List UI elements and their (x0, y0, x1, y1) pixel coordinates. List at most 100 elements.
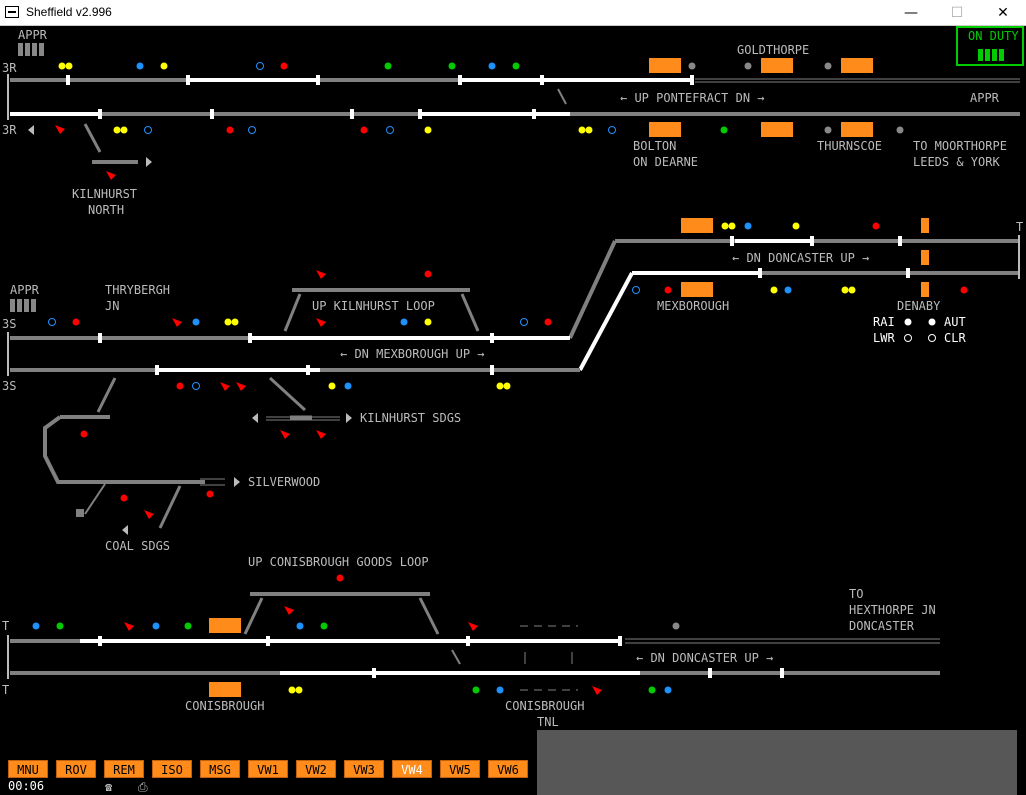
signal-auto[interactable] (744, 222, 752, 230)
shunt-signal[interactable] (55, 125, 65, 134)
signal-auto[interactable] (386, 126, 394, 134)
train-block[interactable] (209, 618, 241, 633)
signal-yellow[interactable] (224, 318, 232, 326)
signal-auto[interactable] (496, 686, 504, 694)
shunt-signal[interactable] (316, 270, 326, 279)
signal-auto[interactable] (248, 126, 256, 134)
signal-yellow[interactable] (841, 286, 849, 294)
branch-coal-2[interactable] (158, 485, 182, 529)
signal-yellow[interactable] (295, 686, 303, 694)
train-block[interactable] (921, 250, 929, 265)
signal-yellow[interactable] (721, 222, 729, 230)
loop-cons-exit[interactable] (418, 597, 440, 635)
signal-red[interactable] (80, 430, 88, 438)
signal-red[interactable] (360, 126, 368, 134)
msg-button[interactable]: MSG (200, 760, 240, 778)
signal-yellow[interactable] (328, 382, 336, 390)
phone-icon[interactable]: ☎ (105, 780, 113, 794)
crossover-kilnhurst-north[interactable] (83, 123, 102, 153)
signal-auto[interactable] (344, 382, 352, 390)
signal-auto[interactable] (256, 62, 264, 70)
signal-green[interactable] (448, 62, 456, 70)
minimize-button[interactable]: — (904, 5, 918, 21)
signal-auto[interactable] (32, 622, 40, 630)
track-mid-link-lower[interactable] (578, 272, 634, 371)
shunt-signal[interactable] (124, 622, 134, 631)
shunt-signal[interactable] (144, 510, 154, 519)
menu-button[interactable]: MNU (8, 760, 48, 778)
shunt-signal[interactable] (280, 430, 290, 439)
signal-yellow[interactable] (424, 126, 432, 134)
train-block[interactable] (649, 58, 681, 73)
track-silverwood-loop[interactable] (43, 415, 205, 484)
branch-kilnhurst-sdgs[interactable] (268, 376, 307, 412)
train-block[interactable] (761, 122, 793, 137)
signal-diagram[interactable]: APPR 3R 3R GOLDTHORPE ← UP PONTEFRACT DN… (0, 26, 1026, 726)
signal-auto[interactable] (152, 622, 160, 630)
signal-red[interactable] (226, 126, 234, 134)
signal-grey[interactable] (744, 62, 752, 70)
train-block[interactable] (921, 282, 929, 297)
signal-yellow[interactable] (65, 62, 73, 70)
signal-auto[interactable] (192, 382, 200, 390)
crossover-top[interactable] (557, 88, 567, 105)
signal-green[interactable] (472, 686, 480, 694)
signal-auto[interactable] (136, 62, 144, 70)
signal-green[interactable] (648, 686, 656, 694)
signal-yellow[interactable] (113, 126, 121, 134)
shunt-signal[interactable] (468, 622, 478, 631)
train-block[interactable] (681, 282, 713, 297)
signal-yellow[interactable] (848, 286, 856, 294)
signal-auto[interactable] (520, 318, 528, 326)
train-block[interactable] (841, 58, 873, 73)
train-block[interactable] (921, 218, 929, 233)
signal-auto[interactable] (48, 318, 56, 326)
loop-entry[interactable] (283, 293, 302, 332)
signal-red[interactable] (872, 222, 880, 230)
train-block[interactable] (649, 122, 681, 137)
signal-auto[interactable] (632, 286, 640, 294)
signal-yellow[interactable] (288, 686, 296, 694)
branch-silverwood[interactable] (96, 377, 117, 413)
signal-yellow[interactable] (231, 318, 239, 326)
view5-button[interactable]: VW5 (440, 760, 480, 778)
signal-auto[interactable] (664, 686, 672, 694)
iso-button[interactable]: ISO (152, 760, 192, 778)
signal-yellow[interactable] (424, 318, 432, 326)
signal-grey[interactable] (896, 126, 904, 134)
signal-grey[interactable] (688, 62, 696, 70)
signal-yellow[interactable] (58, 62, 66, 70)
close-button[interactable]: ✕ (997, 5, 1009, 21)
view2-button[interactable]: VW2 (296, 760, 336, 778)
branch-coal[interactable] (84, 483, 106, 515)
signal-yellow[interactable] (585, 126, 593, 134)
signal-red[interactable] (664, 286, 672, 294)
signal-yellow[interactable] (578, 126, 586, 134)
shunt-signal[interactable] (316, 318, 326, 327)
loop-exit[interactable] (460, 293, 480, 332)
signal-green[interactable] (184, 622, 192, 630)
signal-grey[interactable] (824, 126, 832, 134)
view4-button[interactable]: VW4 (392, 760, 432, 778)
view1-button[interactable]: VW1 (248, 760, 288, 778)
view6-button[interactable]: VW6 (488, 760, 528, 778)
signal-auto[interactable] (144, 126, 152, 134)
signal-red[interactable] (120, 494, 128, 502)
signal-red[interactable] (960, 286, 968, 294)
shunt-signal[interactable] (284, 606, 294, 615)
signal-yellow[interactable] (770, 286, 778, 294)
signal-red[interactable] (176, 382, 184, 390)
signal-yellow[interactable] (503, 382, 511, 390)
signal-red[interactable] (280, 62, 288, 70)
signal-green[interactable] (720, 126, 728, 134)
signal-red[interactable] (424, 270, 432, 278)
signal-yellow[interactable] (160, 62, 168, 70)
signal-green[interactable] (512, 62, 520, 70)
signal-yellow[interactable] (792, 222, 800, 230)
signal-yellow[interactable] (728, 222, 736, 230)
shunt-signal[interactable] (172, 318, 182, 327)
maximize-button[interactable]: ☐ (950, 5, 964, 21)
signal-auto[interactable] (784, 286, 792, 294)
signal-red[interactable] (206, 490, 214, 498)
shunt-signal[interactable] (106, 171, 116, 180)
